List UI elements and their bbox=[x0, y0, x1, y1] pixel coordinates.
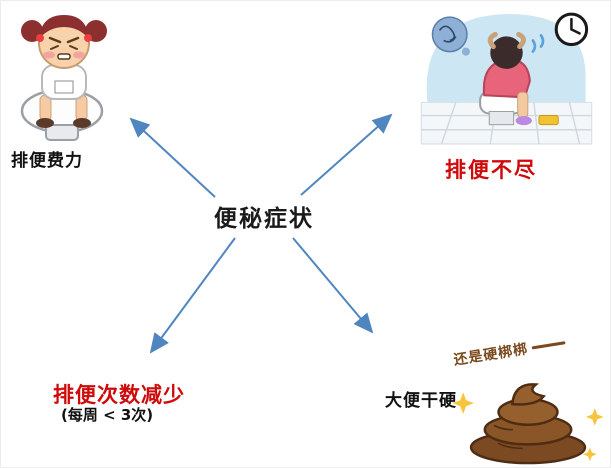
label-straining: 排便费力 bbox=[11, 151, 83, 171]
center-node-title: 便秘症状 bbox=[214, 206, 314, 232]
hard-stool-icon bbox=[452, 383, 604, 465]
arrow-top-left bbox=[129, 117, 216, 198]
hard-stool-illustration bbox=[449, 357, 607, 467]
long-sitting-icon bbox=[420, 12, 593, 145]
girl-on-toilet-icon bbox=[20, 15, 107, 141]
arrow-top-right bbox=[300, 113, 393, 196]
girl-on-toilet-illustration bbox=[9, 5, 121, 145]
annotation-dash-line bbox=[531, 340, 566, 349]
arrow-bottom-left bbox=[149, 237, 236, 354]
label-hard-stool: 大便干硬 bbox=[385, 391, 457, 411]
clock-icon bbox=[554, 12, 589, 47]
label-frequency-detail: (每周 < 3次) bbox=[61, 406, 154, 424]
arrow-bottom-right bbox=[292, 237, 374, 334]
label-incomplete-evacuation: 排便不尽 bbox=[445, 158, 537, 182]
long-sitting-illustration bbox=[416, 6, 596, 148]
label-reduced-frequency: 排便次数减少 bbox=[53, 383, 185, 407]
